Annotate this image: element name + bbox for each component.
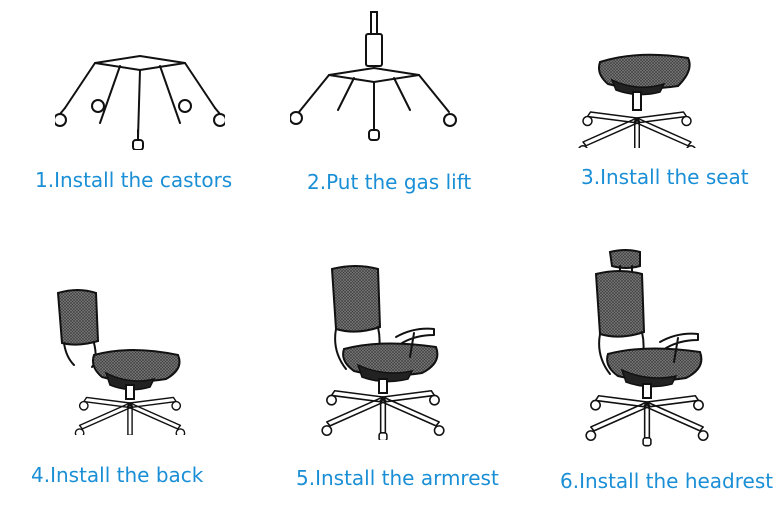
step-5-caption: 5.Install the armrest (296, 466, 499, 490)
step-4-caption: 4.Install the back (31, 463, 203, 487)
step-3-caption: 3.Install the seat (581, 165, 749, 189)
headrest-installed-illustration (580, 248, 710, 448)
armrest-installed-illustration (318, 265, 448, 440)
step-2-caption: 2.Put the gas lift (307, 170, 471, 194)
gas-lift-illustration (290, 8, 460, 148)
step-1-caption: 1.Install the castors (35, 168, 232, 192)
back-installed-illustration (50, 285, 190, 435)
step-6-caption: 6.Install the headrest (560, 469, 773, 493)
chair-base-castors-illustration (55, 40, 225, 150)
seat-installed-illustration (578, 48, 698, 148)
